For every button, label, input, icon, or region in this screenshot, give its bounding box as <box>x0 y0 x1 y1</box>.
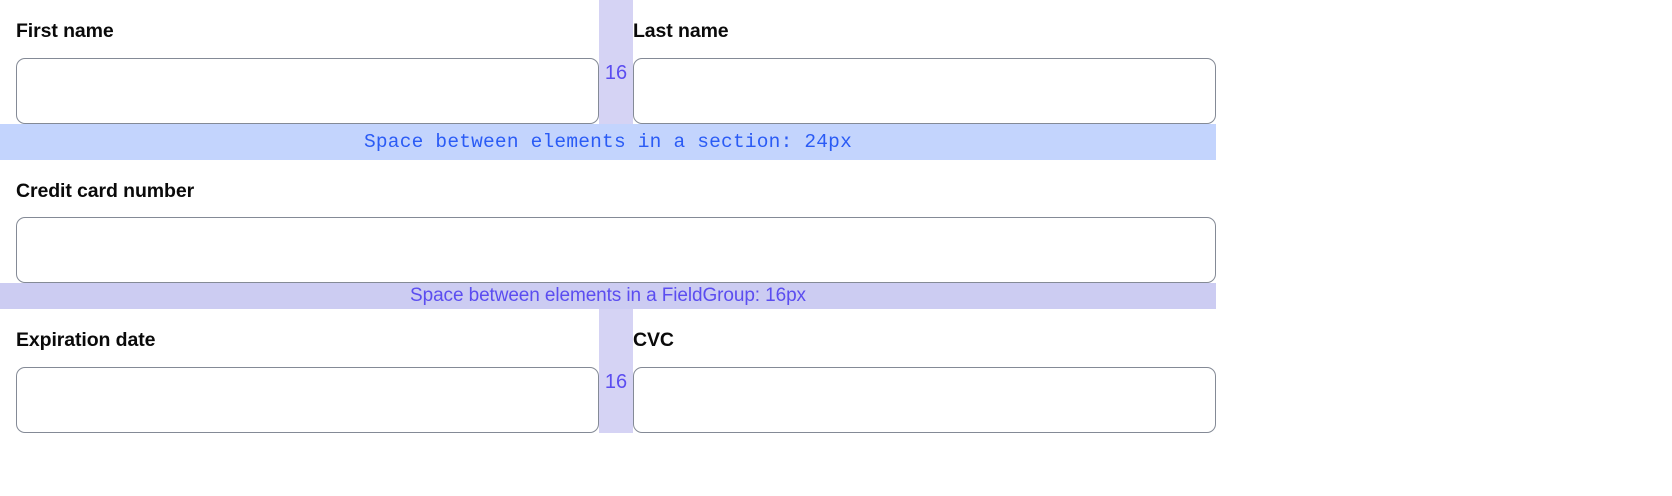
field-row-credit-card: Credit card number <box>0 160 1216 283</box>
form-content: First name 16 Last name Space between el… <box>0 0 1216 433</box>
label-cvc: CVC <box>633 329 674 351</box>
input-first-name[interactable] <box>16 57 599 124</box>
label-expiration-date: Expiration date <box>16 329 156 351</box>
input-expiration-date[interactable] <box>16 366 599 433</box>
field-group-first-name: First name <box>0 0 599 124</box>
column-gap-value: 16 <box>604 371 628 393</box>
column-gap-marker-expiry-row: 16 <box>599 309 633 433</box>
annotation-fieldgroup-spacing-text: Space between elements in a FieldGroup: … <box>410 285 806 306</box>
field-row-expiry-cvc: Expiration date 16 CVC <box>0 309 1216 433</box>
label-credit-card-number: Credit card number <box>16 179 195 202</box>
label-last-name: Last name <box>633 20 729 42</box>
column-gap-value: 16 <box>604 62 628 84</box>
input-cvc[interactable] <box>633 366 1216 433</box>
field-group-expiration-date: Expiration date <box>0 309 599 433</box>
field-group-cvc: CVC <box>633 309 1216 433</box>
label-first-name: First name <box>16 20 114 42</box>
column-gap-marker-name-row: 16 <box>599 0 633 124</box>
input-credit-card-number[interactable] <box>16 217 1216 283</box>
annotation-section-spacing-text: Space between elements in a section: 24p… <box>364 130 852 153</box>
field-row-name: First name 16 Last name <box>0 0 1216 124</box>
annotation-section-spacing: Space between elements in a section: 24p… <box>0 123 1216 160</box>
field-group-last-name: Last name <box>633 0 1216 124</box>
annotation-fieldgroup-spacing: Space between elements in a FieldGroup: … <box>0 283 1216 309</box>
input-last-name[interactable] <box>633 57 1216 124</box>
